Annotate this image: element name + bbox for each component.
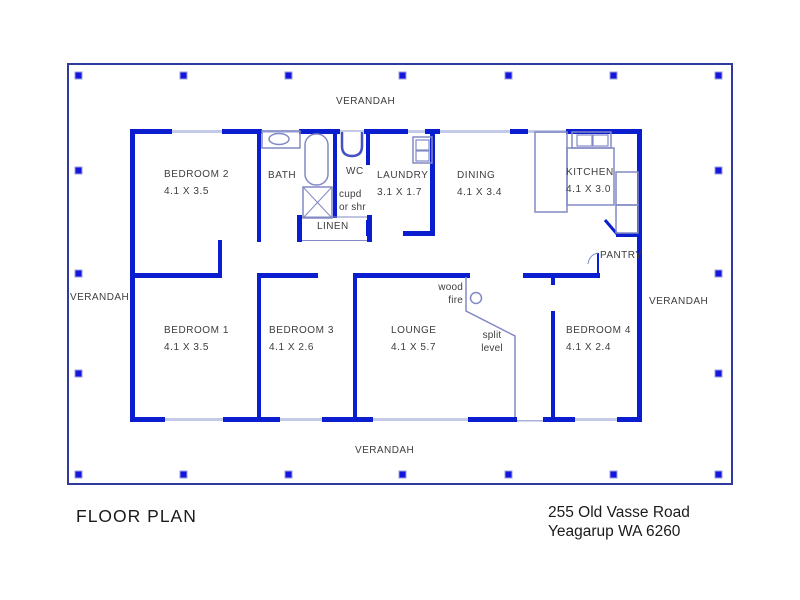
bottom-wall-windows: [165, 417, 617, 422]
room-name: LOUNGE: [391, 325, 437, 336]
room-dims: 4.1 X 5.7: [391, 342, 436, 353]
room-dims: 4.1 X 2.6: [269, 342, 314, 353]
room-dims: 4.1 X 3.4: [457, 187, 502, 198]
stove-burner: [576, 134, 593, 147]
room-label-linen: LINEN: [317, 221, 349, 232]
room-name: KITCHEN: [566, 167, 614, 178]
room-label-bedroom2: BEDROOM 2 4.1 X 3.5: [164, 166, 229, 200]
post-icon: [179, 71, 188, 80]
verandah-label-top: VERANDAH: [336, 96, 396, 107]
room-name: DINING: [457, 170, 496, 181]
room-name: BATH: [268, 170, 297, 181]
room-name: BEDROOM 4: [566, 325, 631, 336]
post-icon: [398, 470, 407, 479]
room-label-dining: DINING 4.1 X 3.4: [457, 167, 502, 201]
verandah-label-left: VERANDAH: [70, 292, 130, 303]
kitchen-bench-right-upper: [615, 171, 639, 206]
room-dims: 3.1 X 1.7: [377, 187, 422, 198]
room-name: LAUNDRY: [377, 170, 429, 181]
room-name: BEDROOM 2: [164, 169, 229, 180]
split-level-label: split level: [471, 330, 513, 355]
pantry-door-swing: [587, 252, 599, 265]
room-name: BEDROOM 3: [269, 325, 334, 336]
verandah-label-bottom: VERANDAH: [355, 445, 415, 456]
interior-walls: [130, 133, 642, 419]
room-label-cupd-or-shr: cupd or shr: [339, 189, 366, 214]
post-icon: [284, 71, 293, 80]
page-title: FLOOR PLAN: [76, 506, 197, 526]
vanity-bowl: [268, 132, 290, 146]
post-icon: [398, 71, 407, 80]
room-name: BEDROOM 1: [164, 325, 229, 336]
room-dims: 4.1 X 2.4: [566, 342, 611, 353]
vanity-basin: [261, 130, 301, 149]
room-label-pantry: PANTRY: [600, 250, 643, 261]
post-icon: [74, 369, 83, 378]
laundry-trough-bowl: [415, 150, 430, 162]
split-level-line: [465, 277, 516, 417]
room-label-wc: WC: [346, 163, 364, 180]
post-icon: [714, 269, 723, 278]
laundry-trough-bowl: [415, 139, 430, 151]
bathtub: [304, 133, 329, 186]
post-icon: [504, 470, 513, 479]
post-icon: [714, 470, 723, 479]
cupd-line1: cupd: [339, 189, 362, 200]
post-icon: [609, 71, 618, 80]
post-icon: [609, 470, 618, 479]
verandah-posts: [74, 71, 723, 479]
wood-fire-icon: [469, 291, 483, 305]
kitchen-bench-right-lower: [615, 204, 639, 234]
post-icon: [74, 71, 83, 80]
post-icon: [74, 166, 83, 175]
wood-fire-line2: fire: [448, 294, 463, 306]
toilet: [340, 132, 364, 158]
post-icon: [74, 269, 83, 278]
kitchen-door-leaf: [603, 219, 619, 235]
property-address: 255 Old Vasse Road Yeagarup WA 6260: [548, 503, 690, 541]
split-level-line1: split: [482, 330, 502, 341]
room-label-bedroom1: BEDROOM 1 4.1 X 3.5: [164, 322, 229, 356]
shower-recess: [302, 186, 333, 219]
cupd-line2: or shr: [339, 201, 366, 213]
room-name: WC: [346, 166, 364, 177]
doors: [587, 219, 619, 275]
stove-burner: [592, 134, 609, 147]
room-dims: 4.1 X 3.5: [164, 186, 209, 197]
kitchen-bench-left: [534, 131, 568, 213]
wood-fire-label: wood fire: [423, 282, 463, 307]
shower-cross: [302, 186, 333, 219]
post-icon: [179, 470, 188, 479]
address-line2: Yeagarup WA 6260: [548, 523, 681, 540]
post-icon: [504, 71, 513, 80]
room-label-bedroom3: BEDROOM 3 4.1 X 2.6: [269, 322, 334, 356]
split-level-line2: level: [481, 342, 503, 354]
room-label-bath: BATH: [268, 167, 296, 184]
post-icon: [714, 166, 723, 175]
address-line1: 255 Old Vasse Road: [548, 504, 690, 521]
laundry-trough: [412, 136, 433, 164]
room-label-lounge: LOUNGE 4.1 X 5.7: [391, 322, 437, 356]
wood-fire-line1: wood: [438, 282, 463, 293]
post-icon: [714, 369, 723, 378]
post-icon: [284, 470, 293, 479]
fixtures: [261, 130, 639, 417]
post-icon: [74, 470, 83, 479]
kitchen-bench-main: [566, 147, 615, 206]
verandah-label-right: VERANDAH: [649, 296, 709, 307]
room-label-kitchen: KITCHEN 4.1 X 3.0: [566, 164, 614, 198]
post-icon: [714, 71, 723, 80]
room-dims: 4.1 X 3.5: [164, 342, 209, 353]
room-dims: 4.1 X 3.0: [566, 184, 611, 195]
room-label-laundry: LAUNDRY 3.1 X 1.7: [377, 167, 428, 201]
room-label-bedroom4: BEDROOM 4 4.1 X 2.4: [566, 322, 631, 356]
verandah-border: [67, 63, 733, 485]
